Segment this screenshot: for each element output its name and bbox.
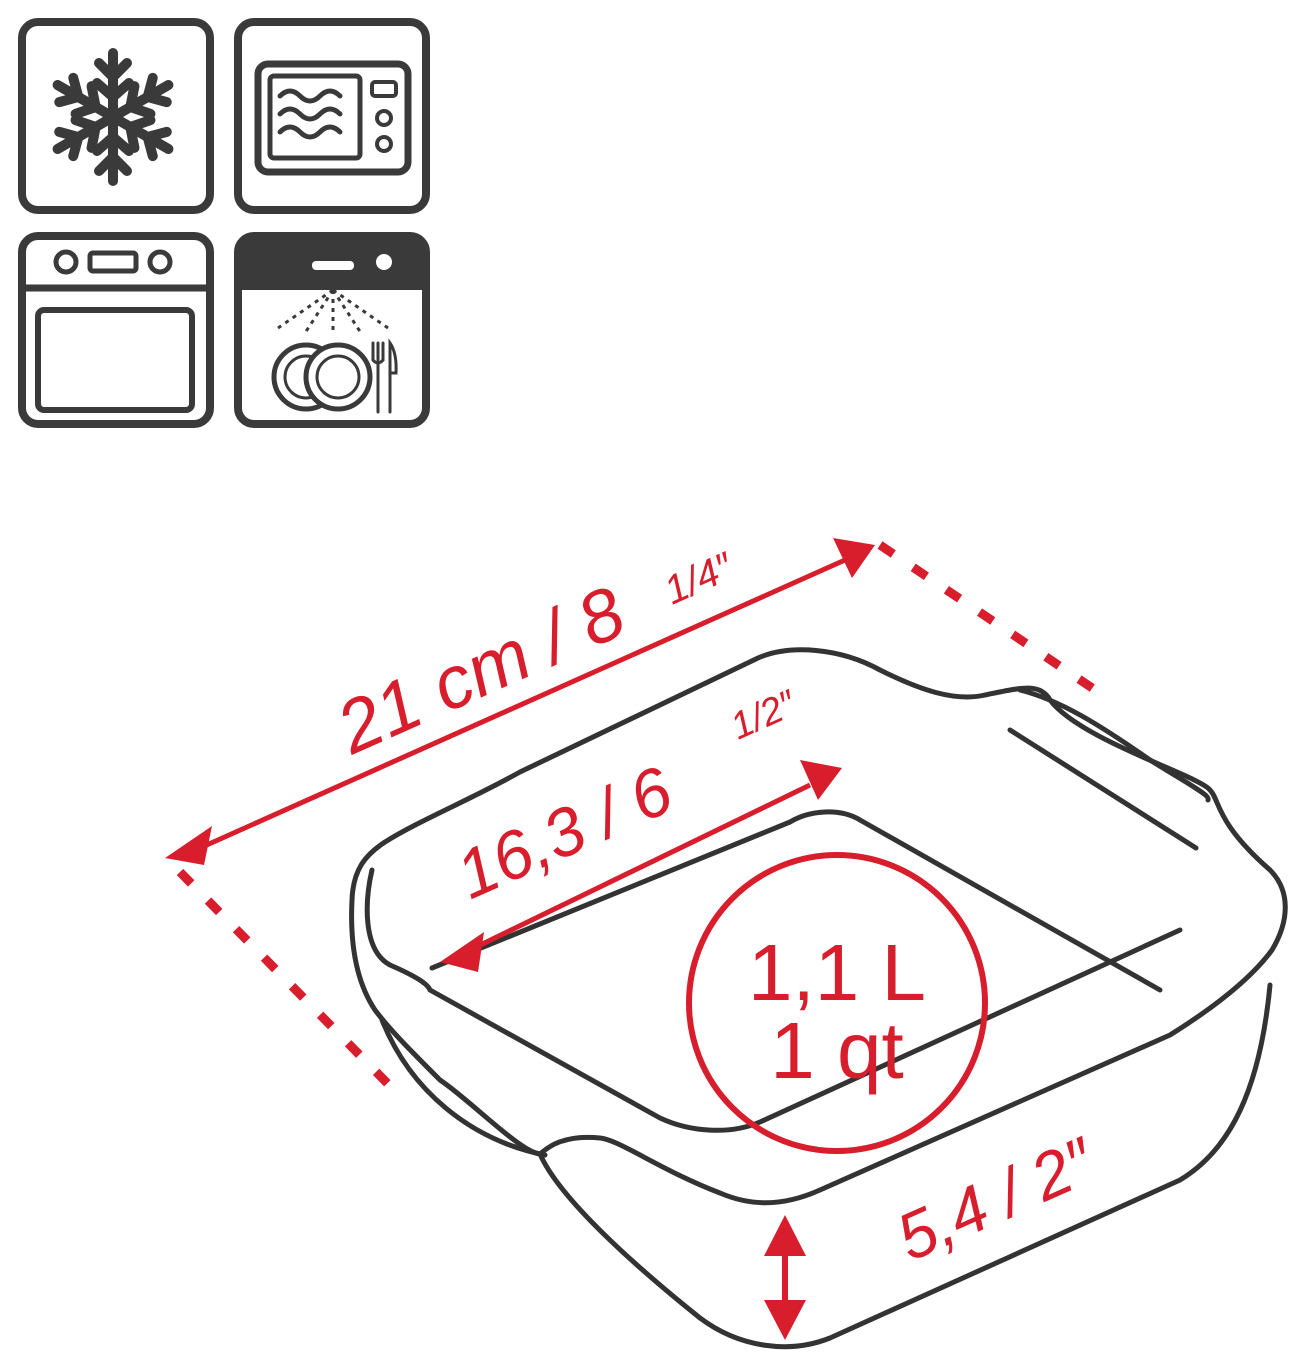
arrowhead-left [165, 826, 212, 865]
inner-length-fraction: 1/2″ [725, 682, 804, 748]
arrowhead-left [440, 932, 484, 972]
volume-liters: 1,1 L [748, 928, 926, 1017]
microwave-icon [234, 18, 430, 214]
inner-length-label: 16,3 / 6 [445, 752, 683, 914]
volume-badge: 1,1 L 1 qt [686, 852, 988, 1154]
oven-icon [18, 232, 214, 428]
snowflake-icon [18, 18, 214, 214]
volume-quarts: 1 qt [770, 1006, 903, 1095]
outer-length-fraction: 1/4″ [658, 544, 741, 613]
arrowhead-right [800, 760, 842, 800]
arrowhead-right [833, 538, 875, 578]
height-dimension: 5,4 / 2″ [764, 1122, 1107, 1340]
arrowhead-up [764, 1215, 806, 1256]
arrowhead-down [764, 1300, 806, 1340]
dishwasher-icon [234, 232, 430, 428]
